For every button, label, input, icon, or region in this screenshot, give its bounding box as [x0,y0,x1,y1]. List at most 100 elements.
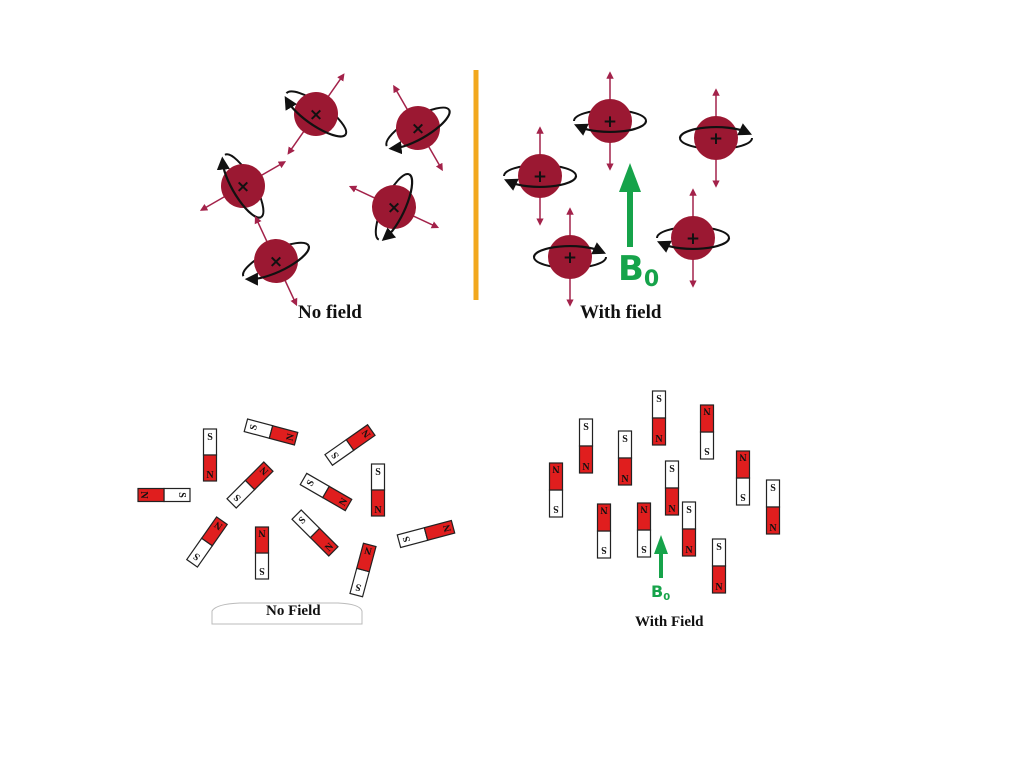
bar-magnet: SN [254,526,270,580]
spin-symbol: × [269,252,283,272]
north-pole [596,503,612,532]
spin-symbol: + [709,129,723,149]
north-pole [664,487,680,516]
field-symbol: B [651,582,664,601]
spins-no-field-group: ××××× [199,73,451,307]
south-label: S [622,434,628,445]
orbit-arrow-icon [284,96,347,138]
north-pole [200,516,229,547]
bar-magnet: SN [664,460,680,516]
orbit-arrow-icon [381,173,414,241]
spin-nucleus: + [573,71,648,171]
bar-magnet: SN [349,542,377,598]
north-label: N [582,462,590,473]
north-label: N [441,523,454,534]
bar-magnet: SN [636,502,652,558]
north-pole [651,417,667,446]
bar-magnet: SN [137,487,191,503]
north-label: N [739,451,747,462]
bar-magnet: SN [617,430,633,486]
caption-spins-no-field: No field [298,302,362,323]
north-pole [244,461,274,491]
orbit-arrow-icon [244,245,311,286]
south-label: S [375,467,381,478]
north-pole [548,462,564,491]
bar-magnet: SN [651,390,667,446]
north-pole [617,457,633,486]
orbit-arrow-icon [574,120,648,136]
caption-magnets-with-field: With Field [635,614,704,630]
north-pole [636,502,652,531]
caption-plate [211,602,363,625]
north-pole [681,528,697,557]
spin-nucleus: + [503,126,578,226]
south-label: S [305,478,318,489]
north-label: N [685,545,693,556]
north-pole [370,489,386,517]
north-pole [254,526,270,554]
north-pole [735,450,751,479]
north-pole [578,445,594,474]
orbit-arrow-icon [532,242,606,258]
north-pole [711,565,727,594]
north-pole [355,542,377,573]
north-pole [309,527,339,557]
bar-magnet: SN [596,503,612,559]
bar-magnet: SN [699,404,715,460]
south-label: S [716,542,722,553]
north-pole [268,424,299,446]
field-label-b0-small: B0 [651,584,670,603]
north-label: N [668,504,676,515]
orbit-arrow-icon [657,237,731,253]
spin-symbol: × [411,119,425,139]
south-label: S [207,432,213,443]
north-label: N [206,470,214,481]
north-pole [699,404,715,433]
south-label: S [704,445,710,456]
spin-nucleus: × [242,215,311,307]
orbit-arrow-icon [388,109,451,155]
bar-magnet: SN [324,423,376,467]
caption-spins-with-field: With field [580,302,662,323]
spin-symbol: + [686,229,700,249]
bar-magnet: SN [396,519,456,549]
orbit-arrow-icon [678,123,752,139]
south-label: S [329,449,341,460]
south-label: S [191,550,202,562]
spin-nucleus: × [348,173,440,241]
south-label: S [259,565,265,576]
field-symbol: B [618,249,644,289]
spin-symbol: + [533,167,547,187]
north-pole [137,487,165,503]
spin-symbol: × [309,105,323,125]
south-label: S [601,544,607,555]
south-label: S [401,535,413,544]
bar-magnet: SN [291,509,339,557]
nucleus-sphere [294,92,338,136]
spin-symbol: + [603,112,617,132]
bar-magnet: SN [226,461,274,509]
north-pole [202,454,218,482]
south-label: S [656,394,662,405]
caption-magnets-no-field: No Field [266,603,321,619]
field-label-b0: B0 [618,252,659,291]
north-pole [423,519,456,542]
field-subscript: 0 [643,267,660,292]
south-label: S [686,505,692,516]
bar-magnet: SN [681,501,697,557]
north-label: N [363,544,374,557]
nucleus-sphere [254,239,298,283]
north-label: N [769,523,777,534]
spin-symbol: + [563,248,577,268]
bar-magnet: SN [185,516,229,568]
south-label: S [641,543,647,554]
north-label: N [703,405,711,416]
spin-nucleus: × [385,84,451,172]
bar-magnet: SN [765,479,781,535]
south-label: S [669,464,675,475]
north-label: N [621,474,629,485]
bar-magnet: SN [711,538,727,594]
south-label: S [583,422,589,433]
north-label: N [640,503,648,514]
